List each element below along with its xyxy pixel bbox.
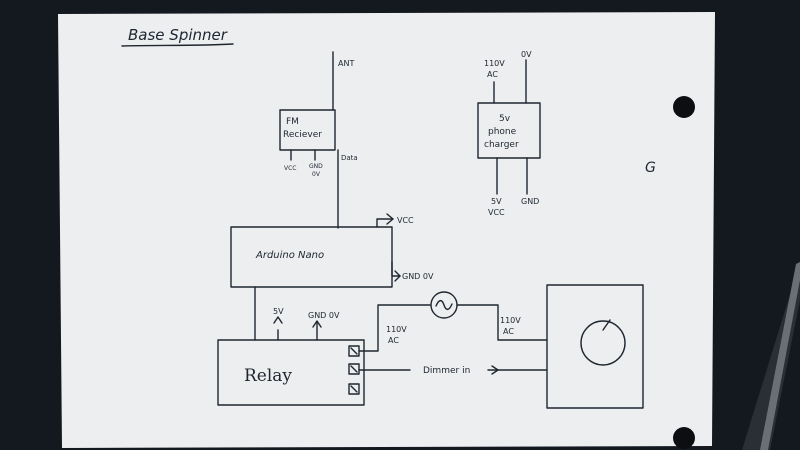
arduino-vcc-wire [376,218,394,228]
charger-in-110v: 110V [484,59,505,68]
ac-wire-left [358,304,431,352]
labels: Base Spinner ANT FM Reciever VCC GND 0V … [128,26,656,386]
ac-sine-glyph [435,299,453,311]
relay-gnd-label: GND 0V [308,311,340,320]
fm-receiver-box [279,109,336,151]
relay-label: Relay [244,366,292,386]
terminal-1-mark [350,347,358,355]
pen-body [760,262,800,450]
charger-out-5v: 5V [491,197,502,206]
wiring-lines [121,43,644,409]
relay-ac-label: AC [388,336,399,345]
arduino-gnd-arrow [394,270,401,282]
arduino-gnd-wire [391,261,401,277]
dimmer-knob [580,320,626,366]
relay-ac-110v: 110V [386,325,407,334]
dimmer-box [546,284,644,409]
fm-receiver-line2: Reciever [283,130,322,140]
pen-shadow [742,262,800,450]
fm-vcc-label: VCC [284,165,296,172]
diagram-title: Base Spinner [128,26,228,44]
charger-line1: 5v [499,114,511,124]
arduino-box [230,226,393,288]
dimmer-arrow [491,365,499,375]
fm-data-label: Data [341,154,358,162]
dimmer-label: Dimmer in [423,366,470,376]
ant-label: ANT [338,59,354,68]
charger-box [477,102,541,159]
arduino-vcc-arrow [386,213,394,225]
ac-wire-right [456,304,548,341]
charger-in-ac: AC [487,70,498,79]
charger-in-0v: 0V [521,50,532,59]
relay-5v-arrow [273,316,283,324]
title-underline [121,43,234,47]
fm-gnd-label: GND [309,163,323,170]
binder-hole-bottom [673,427,695,449]
arduino-label: Arduino Nano [255,250,324,261]
relay-terminal-2 [348,363,360,375]
paper-sheet [58,12,715,448]
charger-out-gnd: GND [521,197,539,206]
dimmer-knob-indicator [602,319,611,331]
arduino-vcc-label: VCC [397,216,414,225]
relay-box [217,339,365,406]
ac-right-label: AC [503,327,514,336]
margin-scribble: G [645,160,656,176]
ac-right-110v: 110V [500,316,521,325]
binder-hole-top [673,96,695,118]
relay-gnd-arrow [312,320,322,328]
terminal-2-mark [350,365,358,373]
terminal-3-mark [350,385,358,393]
arduino-gnd-label: GND 0V [402,272,434,281]
charger-line3: charger [484,140,519,150]
fm-receiver-line1: FM [286,117,299,127]
fm-gnd-volt-label: 0V [312,171,321,178]
charger-line2: phone [488,127,517,137]
relay-terminal-3 [348,383,360,395]
charger-out-vcc: VCC [488,208,505,217]
relay-5v-label: 5V [273,307,284,316]
